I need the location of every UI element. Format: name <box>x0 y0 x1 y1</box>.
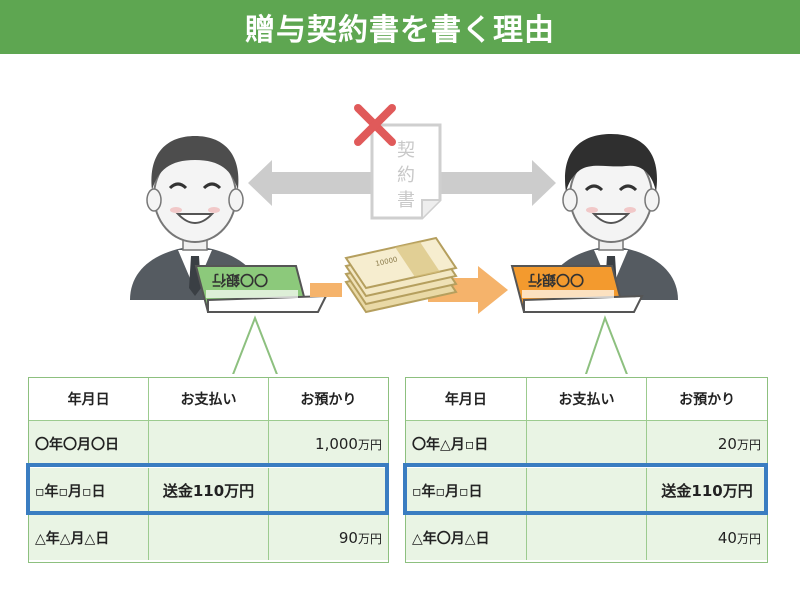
cross-icon <box>354 104 396 146</box>
left-passbook-icon: 〇〇銀行 <box>194 265 328 313</box>
header-payment: お支払い <box>526 378 648 421</box>
header-deposit: お預かり <box>646 378 767 421</box>
ledger-header-row: 年月日 お支払い お預かり <box>406 378 767 421</box>
contract-document-icon: 契 約 書 <box>370 123 442 220</box>
deposit-unit: 万円 <box>357 437 382 452</box>
cell-payment <box>526 514 648 562</box>
right-callout-connector <box>584 315 628 374</box>
table-row: △年△月△日 90万円 <box>29 514 388 562</box>
left-callout-connector <box>232 315 278 374</box>
cell-payment: 送金110万円 <box>148 467 269 515</box>
cell-date: △年〇月△日 <box>406 514 527 562</box>
deposit-unit: 万円 <box>736 531 761 546</box>
deposit-value: 40 <box>717 528 737 547</box>
header-date: 年月日 <box>406 378 527 421</box>
right-passbook-icon: 〇〇銀行 <box>510 265 644 313</box>
illustration: 契 約 書 <box>130 104 678 374</box>
cell-date: 〇年△月▫日 <box>406 420 527 468</box>
contract-char-2: 約 <box>397 165 415 186</box>
deposit-value: 90 <box>338 528 358 547</box>
cell-deposit: 送金110万円 <box>646 467 767 515</box>
left-passbook-label: 〇〇銀行 <box>212 271 268 288</box>
cash-bundle-icon: 10000 <box>344 236 458 314</box>
ledger-table: 年月日 お支払い お預かり 〇年△月▫日 20万円 ▫年▫月▫日 送金110万円… <box>406 378 767 562</box>
right-passbook-label: 〇〇銀行 <box>528 271 584 288</box>
cell-payment <box>526 420 648 468</box>
cell-payment <box>148 514 269 562</box>
cell-date: ▫年▫月▫日 <box>406 467 527 515</box>
table-row: △年〇月△日 40万円 <box>406 514 767 562</box>
table-row: ▫年▫月▫日 送金110万円 <box>29 467 388 515</box>
cell-deposit <box>268 467 388 515</box>
cell-payment <box>526 467 648 515</box>
deposit-value: 送金110万円 <box>661 482 753 500</box>
left-passbook-ledger: 年月日 お支払い お預かり 〇年〇月〇日 1,000万円 ▫年▫月▫日 送金11… <box>28 377 389 563</box>
header-payment: お支払い <box>148 378 269 421</box>
table-row: ▫年▫月▫日 送金110万円 <box>406 467 767 515</box>
deposit-unit: 万円 <box>357 531 382 546</box>
table-row: 〇年〇月〇日 1,000万円 <box>29 420 388 468</box>
cell-payment <box>148 420 269 468</box>
cell-date: ▫年▫月▫日 <box>29 467 150 515</box>
cell-date: 〇年〇月〇日 <box>29 420 150 468</box>
contract-char-1: 契 <box>397 140 415 161</box>
ledger-table: 年月日 お支払い お預かり 〇年〇月〇日 1,000万円 ▫年▫月▫日 送金11… <box>29 378 388 562</box>
page-title: 贈与契約書を書く理由 <box>0 0 800 54</box>
header-deposit: お預かり <box>268 378 388 421</box>
deposit-unit: 万円 <box>736 437 761 452</box>
table-row: 〇年△月▫日 20万円 <box>406 420 767 468</box>
deposit-value: 20 <box>717 434 737 453</box>
gray-double-arrow-icon <box>248 160 556 206</box>
header-date: 年月日 <box>29 378 150 421</box>
right-passbook-ledger: 年月日 お支払い お預かり 〇年△月▫日 20万円 ▫年▫月▫日 送金110万円… <box>405 377 768 563</box>
cell-deposit: 90万円 <box>268 514 388 562</box>
ledger-header-row: 年月日 お支払い お預かり <box>29 378 388 421</box>
contract-char-3: 書 <box>397 190 415 211</box>
cell-deposit: 1,000万円 <box>268 420 388 468</box>
deposit-value: 1,000 <box>315 434 358 453</box>
cell-deposit: 20万円 <box>646 420 767 468</box>
cell-deposit: 40万円 <box>646 514 767 562</box>
cell-date: △年△月△日 <box>29 514 150 562</box>
